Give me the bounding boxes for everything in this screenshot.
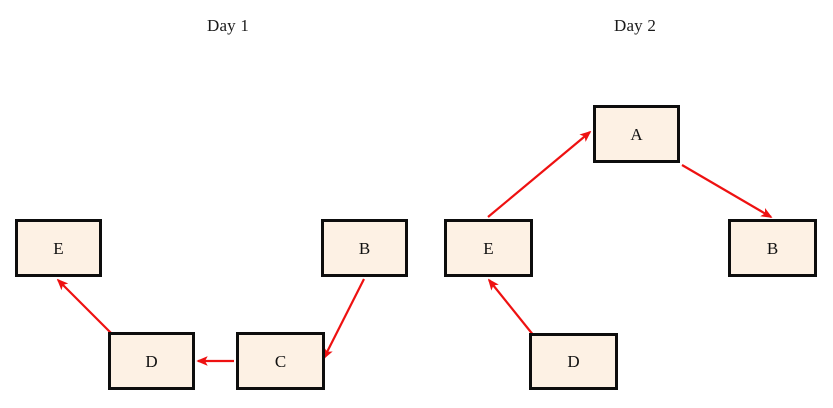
node-d2-b[interactable]: B — [728, 219, 817, 277]
panel-title-day2: Day 2 — [613, 16, 657, 35]
edge-d2-d-to-e — [487, 278, 535, 337]
node-d2-d[interactable]: D — [529, 333, 618, 390]
panel-title-day1: Day 1 — [206, 16, 250, 35]
node-d1-b[interactable]: B — [321, 219, 408, 277]
node-d1-e[interactable]: E — [15, 219, 102, 277]
node-d1-d[interactable]: D — [108, 332, 195, 390]
node-d1-c[interactable]: C — [236, 332, 325, 390]
edge-d2-e-to-a — [487, 130, 592, 218]
node-d2-a[interactable]: A — [593, 105, 680, 163]
edge-d2-a-to-b — [681, 164, 773, 218]
edge-d1-d-to-e — [56, 278, 115, 337]
node-d2-e[interactable]: E — [444, 219, 533, 277]
edge-d1-b-to-c — [323, 278, 365, 360]
